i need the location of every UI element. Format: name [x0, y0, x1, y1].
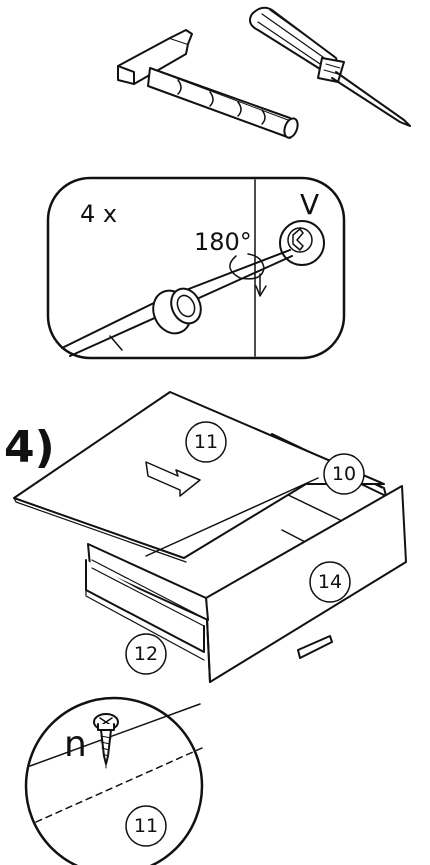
quantity-label: 4 x — [80, 200, 117, 228]
part-label-11: 11 — [194, 431, 218, 453]
part-n-label: n — [64, 724, 87, 765]
angle-label: 180° — [194, 228, 252, 256]
part-circle-12 — [125, 633, 167, 675]
screw-callout — [46, 176, 346, 360]
part-label-10: 10 — [332, 463, 356, 485]
screwdriver-icon — [249, 6, 411, 127]
nail-callout — [24, 696, 204, 865]
step-number: 4) — [4, 422, 55, 473]
rotate-arrow-icon — [229, 253, 265, 280]
push-arrow-icon — [145, 461, 201, 497]
part-circle-14 — [309, 561, 351, 603]
part-v-label: V — [300, 188, 319, 221]
panel-label-11: 11 — [134, 815, 158, 837]
part-circle-11 — [185, 421, 227, 463]
part-label-12: 12 — [134, 643, 158, 665]
hammer-icon — [117, 29, 299, 139]
screw-icon — [93, 713, 119, 765]
part-circle-10 — [323, 453, 365, 495]
part-label-14: 14 — [318, 571, 342, 593]
drawer-assembly — [13, 391, 407, 683]
